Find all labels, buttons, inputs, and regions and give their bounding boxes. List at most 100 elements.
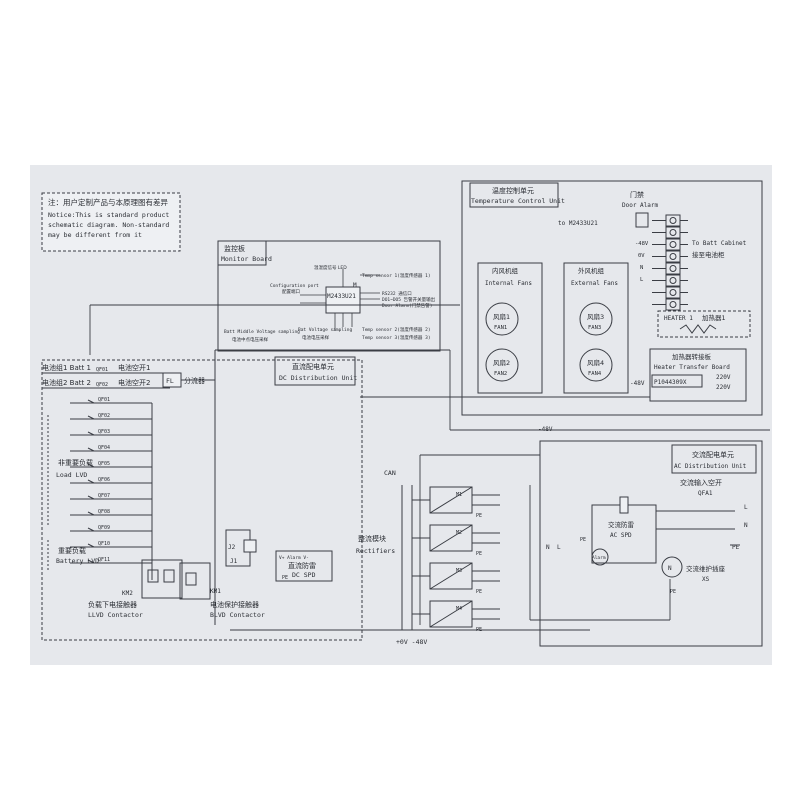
external-fans-en: External Fans: [571, 280, 618, 287]
monitor-sig-3: 配置端口: [282, 288, 300, 295]
battery-lvd-cn: 重要负载: [58, 546, 86, 555]
load-lvd-en: Load LVD: [56, 471, 87, 479]
internal-fans-en: Internal Fans: [485, 280, 532, 287]
heater-transfer-board: 加热器转接板 Heater Transfer Board P1044309X 2…: [630, 348, 747, 402]
fan1-cn: 风扇1: [493, 312, 510, 321]
schematic-diagram: 注：用户定制产品与本原理图有差异 Notice:This is standard…: [41, 180, 770, 647]
htb-220v-2: 220V: [716, 384, 731, 391]
monitor-sig-10: Batt Middle Voltage sampling: [224, 329, 300, 335]
j1-label: J1: [230, 558, 238, 565]
monitor-sig-7: Door Alarm(门禁告警): [382, 302, 433, 309]
rectifier-pe: PE: [476, 551, 482, 557]
internal-fans: 内风机组 Internal Fans 风扇1 FAN1 风扇2 FAN2: [477, 262, 543, 394]
fan3-cn: 风扇3: [587, 312, 604, 321]
rectifiers-cn: 整流模块: [358, 534, 386, 543]
rectifier-module-id: M2: [456, 530, 462, 536]
tcu-en: Temperature Control Unit: [471, 197, 565, 205]
rectifier-module-id: M1: [456, 492, 462, 498]
rectifiers-en: Rectifiers: [356, 547, 395, 555]
km1-cn: 电池保护接触器: [210, 600, 259, 609]
terminal-block: [652, 214, 688, 311]
monitor-sig-4: Temp sensor 1(温度传感器 1): [362, 272, 431, 279]
dc-spd: V+ Alarm V- 直流防雷 DC SPD PE: [275, 550, 333, 582]
notice-box: 注：用户定制产品与本原理图有差异 Notice:This is standard…: [41, 192, 181, 252]
rectifier-pe: PE: [476, 589, 482, 595]
ac-socket-pe: PE: [670, 589, 676, 595]
monitor-title-en: Monitor Board: [221, 255, 272, 263]
heater-label: HEATER 1: [664, 315, 693, 322]
ac-n2: N: [546, 544, 550, 551]
load-breaker-label: QF01: [98, 397, 110, 403]
shunt-fl-label: FL: [166, 377, 174, 385]
temperature-control-unit: 温度控制单元 Temperature Control Unit 门禁 Door …: [461, 180, 763, 433]
dc-bus-label: +0V -48V: [396, 638, 427, 646]
ac-spd-cn: 交流防雷: [608, 520, 634, 529]
ac-pe: PE: [732, 544, 740, 551]
can-label: CAN: [384, 469, 396, 477]
load-breaker-label: QF03: [98, 429, 110, 435]
j2-label: J2: [228, 544, 236, 551]
dc-spd-en: DC SPD: [292, 571, 316, 579]
fan2-en: FAN2: [494, 371, 507, 377]
monitor-chip-label: M2433U21: [327, 293, 356, 300]
battery-breaker-2: QF02: [96, 382, 108, 388]
monitor-sig-2: Configuration port: [270, 283, 319, 289]
load-breaker-label: QF06: [98, 477, 110, 483]
monitor-chip: [325, 286, 361, 314]
notice-en-3: may be different from it: [48, 231, 142, 239]
external-fans-cn: 外风机组: [578, 266, 605, 275]
fan4-en: FAN4: [588, 371, 602, 377]
load-breaker-label: QF04: [98, 445, 110, 451]
load-breaker-label: QF05: [98, 461, 110, 467]
load-breaker-label: QF08: [98, 509, 110, 515]
term-m48: -48V: [635, 241, 649, 247]
load-breaker-rows: QF01QF02QF03QF04QF05QF06QF07QF08QF09QF10…: [70, 397, 152, 564]
to-batt-cn: 接至电池柜: [692, 250, 725, 259]
monitor-sig-9: Temp sensor 3(温度传感器 3): [362, 334, 431, 341]
door-en: Door Alarm: [622, 202, 659, 209]
ac-l2: L: [557, 544, 561, 551]
dc-unit-en: DC Distribution Unit: [279, 374, 357, 382]
llvd-contactor: KM2 负载下电接触器 LLVD Contactor: [88, 559, 183, 619]
notice-en-1: Notice:This is standard product: [48, 211, 169, 219]
tcu-cn: 温度控制单元: [492, 186, 534, 195]
ac-spd-alarm: Alarm: [592, 555, 606, 561]
term-l: L: [640, 277, 644, 283]
htb-m48: -48V: [630, 380, 645, 387]
battery-switch-2: 电池空开2: [118, 378, 150, 387]
heater-cn: 加热器1: [702, 313, 726, 322]
fan4-cn: 风扇4: [587, 358, 604, 367]
door-cn: 门禁: [630, 190, 644, 199]
load-breaker-label: QF09: [98, 525, 110, 531]
km2-cn: 负载下电接触器: [88, 600, 137, 609]
ac-n: N: [744, 522, 748, 529]
km1-id: KM1: [210, 588, 221, 595]
dc-spd-cn: 直流防雷: [288, 561, 316, 570]
j-connectors: J2 J1: [225, 529, 257, 567]
monitor-sig-8: Temp sensor 2(温度传感器 2): [362, 326, 431, 333]
to-batt-en: To Batt Cabinet: [692, 240, 747, 247]
ac-spd-pe: PE: [580, 537, 586, 543]
monitor-sig-1: 温湿度信号 LED: [314, 264, 347, 271]
ac-socket-cn: 交流维护插座: [686, 564, 726, 573]
internal-fans-cn: 内风机组: [492, 266, 519, 275]
km2-id: KM2: [122, 590, 133, 597]
battery-breaker-1: QF01: [96, 367, 108, 373]
ac-socket-en: XS: [702, 576, 710, 583]
dc-unit-cn: 直流配电单元: [292, 362, 334, 371]
blvd-contactor: KM1 电池保护接触器 BLVD Contactor: [179, 562, 265, 619]
monitor-sig-6: DO1~DO5 告警开关量输出: [382, 296, 436, 303]
htb-en: Heater Transfer Board: [654, 364, 730, 371]
battery-section: 电池组1 Batt 1 电池组2 Batt 2 QF01 QF02 电池空开1 …: [42, 350, 216, 625]
km1-en: BLVD Contactor: [210, 611, 265, 619]
ac-l: L: [744, 504, 748, 511]
svg-text:N: N: [668, 565, 672, 572]
htb-cn: 加热器转接板: [672, 352, 712, 361]
fan1-en: FAN1: [494, 325, 507, 331]
battery-lvd-en: Battery LVD: [56, 557, 99, 565]
schematic-paper: 注：用户定制产品与本原理图有差异 Notice:This is standard…: [30, 165, 772, 665]
load-lvd-cn: 非重要负载: [58, 458, 93, 467]
